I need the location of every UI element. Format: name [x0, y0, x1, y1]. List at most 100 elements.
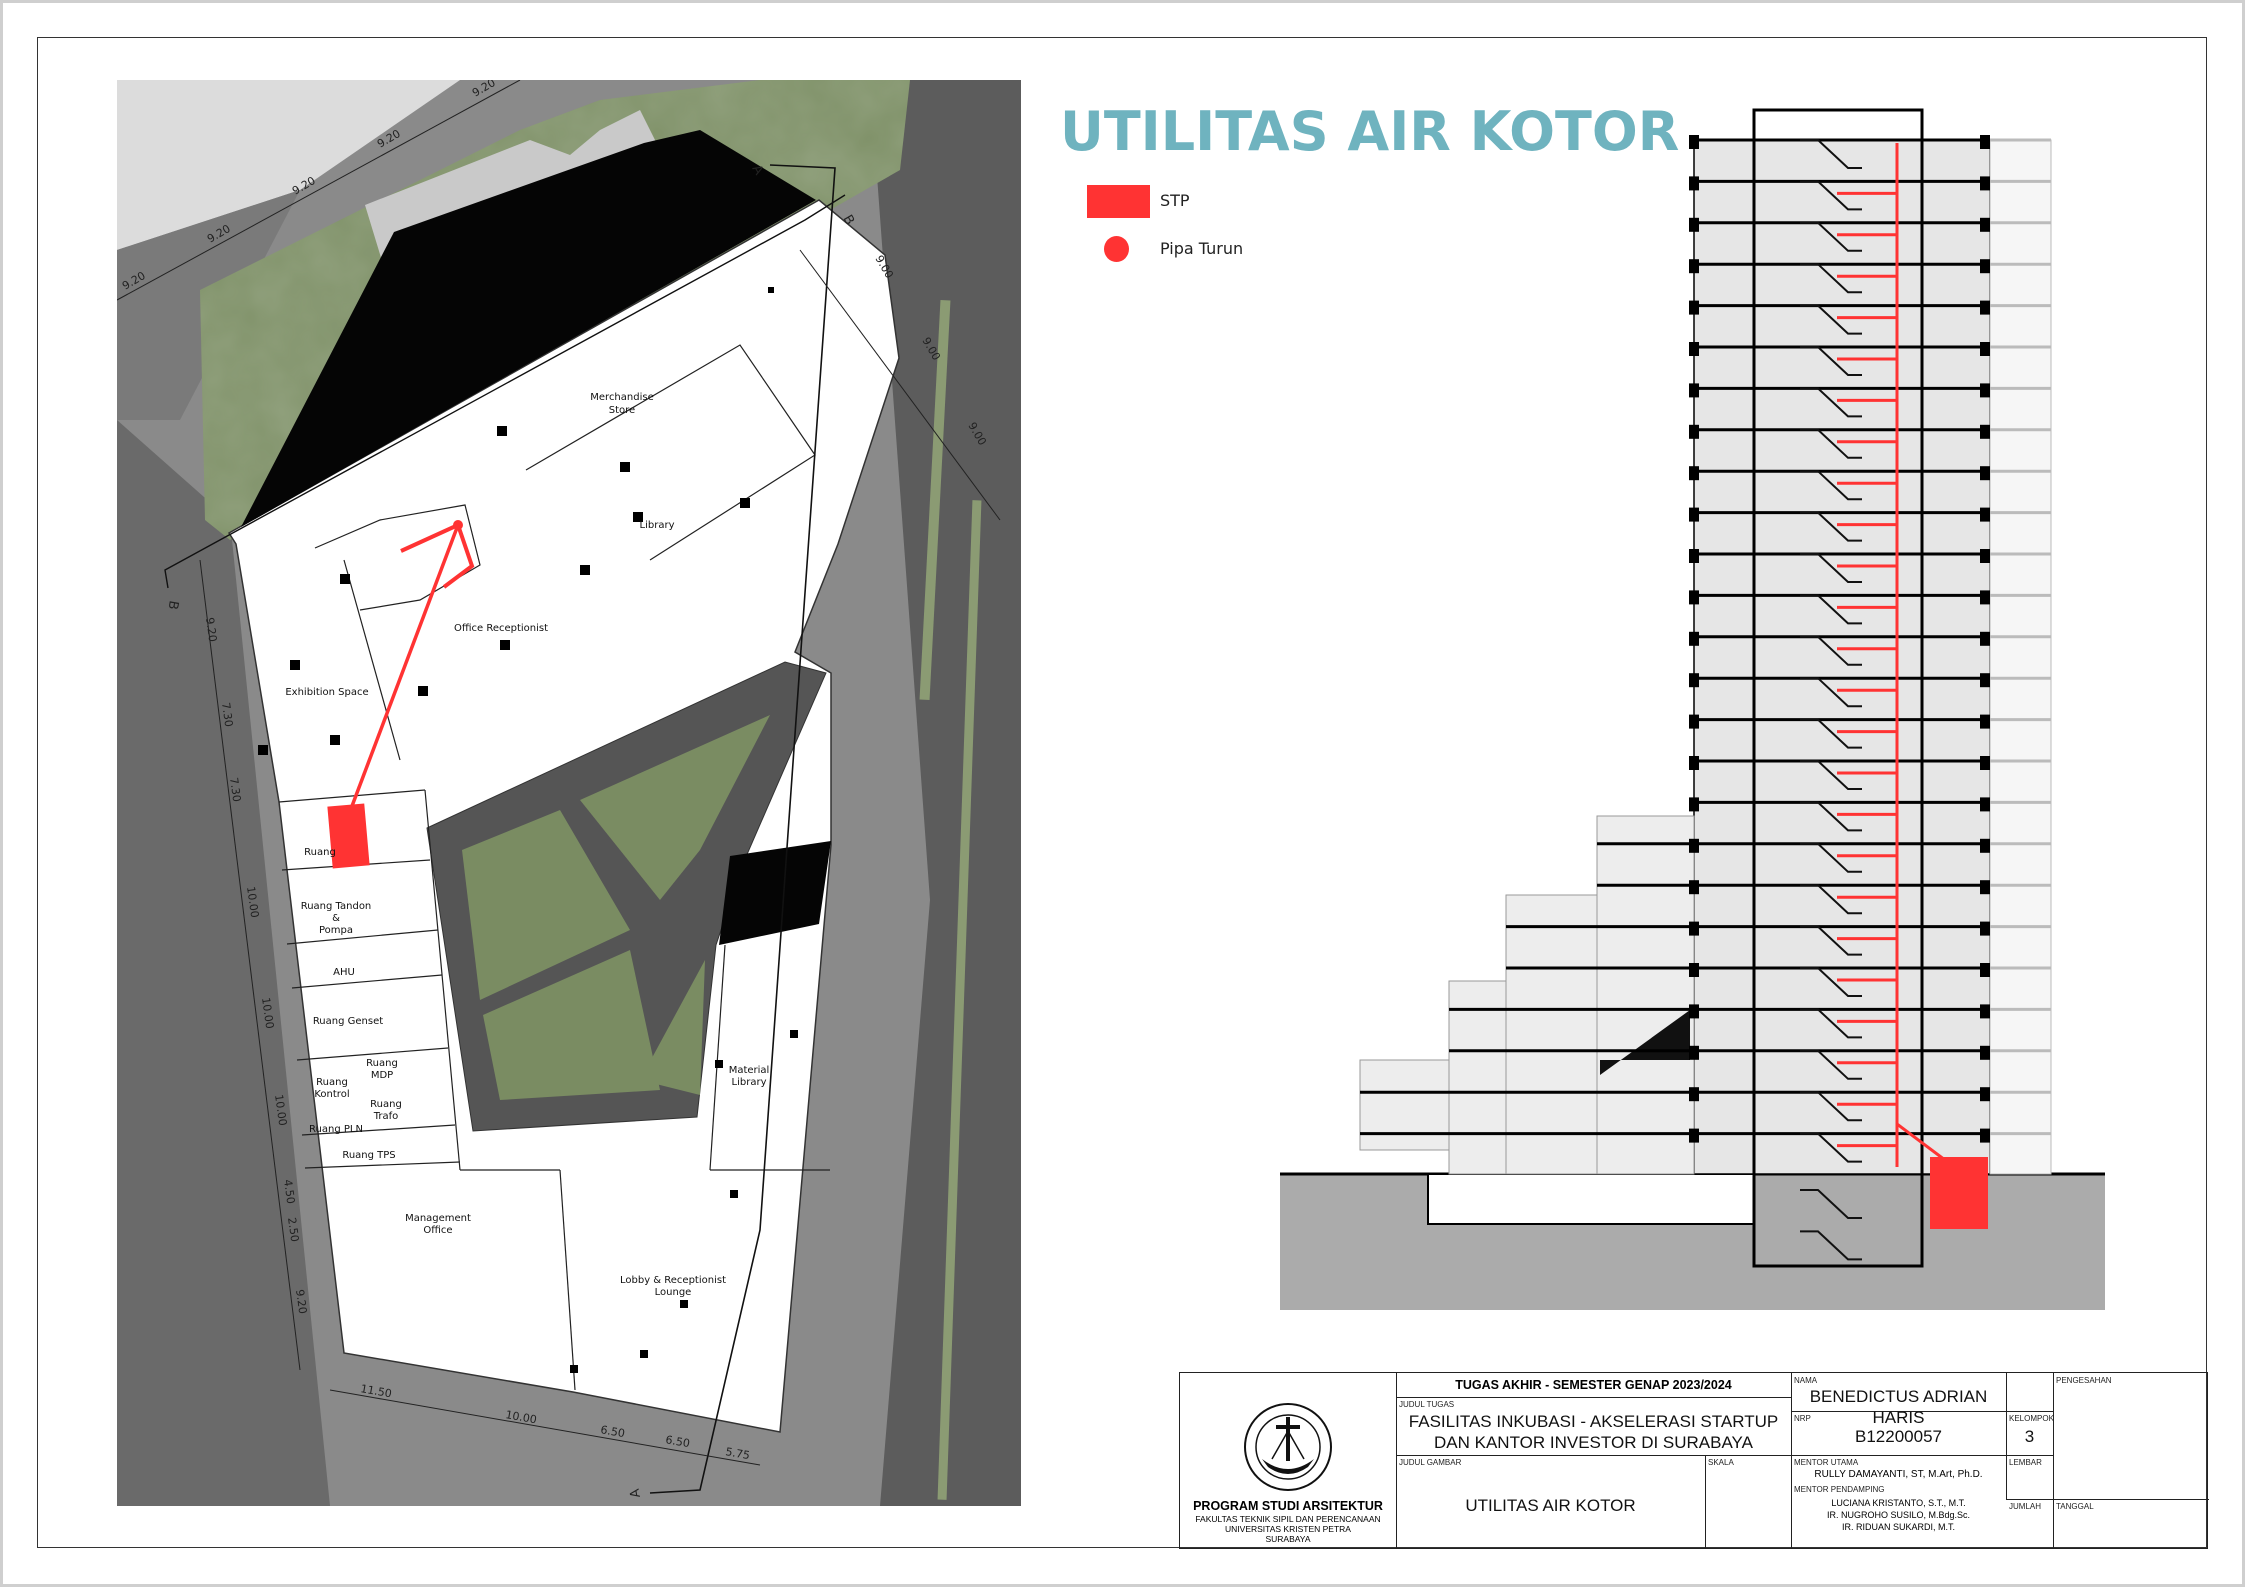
- room-label-tps: Ruang TPS: [342, 1150, 395, 1161]
- room-label-tandon: Ruang Tandon: [301, 901, 372, 912]
- column: [1689, 507, 1699, 522]
- stair-flight: [1800, 635, 1862, 666]
- mentor-pendamping-line: IR. RIDUAN SUKARDI, M.T.: [1841, 1522, 1955, 1532]
- column: [1689, 631, 1699, 646]
- basement: [1427, 1173, 1755, 1225]
- room-label-kontrol: Kontrol: [314, 1089, 349, 1100]
- column: [1980, 135, 1990, 149]
- dimension-lines: [117, 80, 1001, 1466]
- dim-label: 9.20: [203, 617, 219, 643]
- room-label-pln: Ruang PLN: [309, 1124, 363, 1135]
- column: [1980, 590, 1990, 605]
- stair-flight: [1800, 263, 1862, 294]
- column: [1980, 963, 1990, 977]
- tower-facade: [1989, 139, 2052, 1175]
- floor-slabs: [1360, 135, 2051, 1143]
- column: [1689, 1128, 1699, 1143]
- courtyard-garden: [580, 715, 770, 900]
- column: [1980, 176, 1990, 191]
- stair-flight: [1800, 677, 1862, 708]
- judul-gambar-label: JUDUL GAMBAR: [1399, 1458, 1462, 1467]
- column: [1980, 921, 1990, 936]
- podium-step-1: [1596, 815, 1695, 1175]
- room-label-trafo: Ruang: [370, 1099, 402, 1110]
- sheet-border: [37, 37, 2207, 1548]
- room-label-merchandise: Store: [609, 405, 635, 416]
- road-west: [117, 420, 330, 1506]
- dim-label: 10.00: [244, 886, 261, 919]
- podium-step-4: [1359, 1059, 1450, 1151]
- courtyard-garden: [462, 810, 630, 1000]
- dim-label: 10.00: [272, 1094, 289, 1127]
- column: [1980, 756, 1990, 770]
- dim-label: 5.75: [724, 1445, 750, 1462]
- title-block: PROGRAM STUDI ARSITEKTUR FAKULTAS TEKNIK…: [1179, 1372, 2209, 1549]
- stair-flight: [1800, 801, 1862, 832]
- stair-flight: [1800, 1049, 1862, 1080]
- stair-flight: [1800, 221, 1862, 252]
- faculty-line: UNIVERSITAS KRISTEN PETRA: [1225, 1524, 1351, 1534]
- stair-flight: [1800, 180, 1862, 211]
- column: [1689, 549, 1699, 563]
- mentor-utama: RULLY DAMAYANTI, ST, M.Art, Ph.D.: [1814, 1469, 1983, 1480]
- column: [1980, 342, 1990, 356]
- dim-label: 2.50: [285, 1217, 301, 1243]
- room-label-mdp: Ruang: [366, 1058, 398, 1069]
- stair-flight: [1800, 304, 1862, 335]
- column: [1980, 466, 1990, 481]
- dim-label: 10.00: [259, 997, 276, 1030]
- room-label-material-library: Library: [732, 1077, 767, 1088]
- column: [1689, 756, 1699, 770]
- stair-flight: [1800, 1230, 1862, 1261]
- stair-flight: [1800, 718, 1862, 749]
- room-label-genset: Ruang Genset: [313, 1016, 383, 1027]
- dim-label: 11.50: [359, 1382, 392, 1400]
- skala-label: SKALA: [1708, 1458, 1734, 1467]
- room-label-trafo: Trafo: [373, 1111, 399, 1122]
- program-name: PROGRAM STUDI ARSITEKTUR: [1193, 1499, 1383, 1513]
- pengesahan-label: PENGESAHAN: [2056, 1376, 2112, 1385]
- university-logo: [1244, 1403, 1332, 1491]
- tanggal-label: TANGGAL: [2056, 1502, 2094, 1511]
- stair-flight: [1800, 1091, 1862, 1122]
- stair-flight: [1800, 1189, 1862, 1219]
- nrp-value: B12200057: [1855, 1427, 1942, 1446]
- planting-strip: [919, 300, 951, 700]
- dim-label: 6.50: [664, 1433, 690, 1450]
- legend-stp-swatch: [1087, 185, 1150, 218]
- courtyard-garden: [640, 960, 705, 1095]
- judul-tugas-line: DAN KANTOR INVESTOR DI SURABAYA: [1434, 1433, 1753, 1452]
- room-label-tandon: Pompa: [319, 925, 353, 936]
- legend-pipa-turun-label: Pipa Turun: [1160, 239, 1244, 258]
- column: [1689, 963, 1699, 977]
- stair-flight: [1800, 760, 1862, 790]
- nama-label: NAMA: [1794, 1376, 1818, 1385]
- column: [1980, 797, 1990, 812]
- column: [1980, 1004, 1990, 1019]
- site-plan: 9.20 9.20 9.20 9.20 9.20 9.00 9.00 9.00 …: [117, 80, 1021, 1506]
- column: [1689, 838, 1699, 853]
- stair-flight: [1800, 511, 1862, 542]
- neighbor-lot: [117, 80, 460, 250]
- column: [1980, 549, 1990, 563]
- column: [1980, 1087, 1990, 1102]
- nrp-label: NRP: [1794, 1414, 1811, 1423]
- dim-label: 9.20: [293, 1289, 309, 1315]
- stair-flight: [1800, 346, 1862, 376]
- dim-label: 4.50: [281, 1179, 297, 1205]
- column: [1980, 838, 1990, 853]
- tower-block: [1693, 139, 1991, 1175]
- room-label-library: Library: [640, 520, 675, 531]
- column: [1980, 880, 1990, 895]
- dim-label: 6.50: [599, 1423, 625, 1440]
- room-label-ruang-stp: Ruang: [304, 847, 336, 858]
- dim-label: 10.00: [504, 1408, 537, 1426]
- column: [1689, 466, 1699, 481]
- interior-walls: [278, 344, 830, 1391]
- courtyard-garden: [483, 950, 660, 1100]
- stair-flight: [1800, 967, 1862, 997]
- stair-flight: [1800, 1008, 1862, 1039]
- waste-pipe-route: [344, 524, 460, 823]
- core-stairs: [1800, 139, 1862, 1261]
